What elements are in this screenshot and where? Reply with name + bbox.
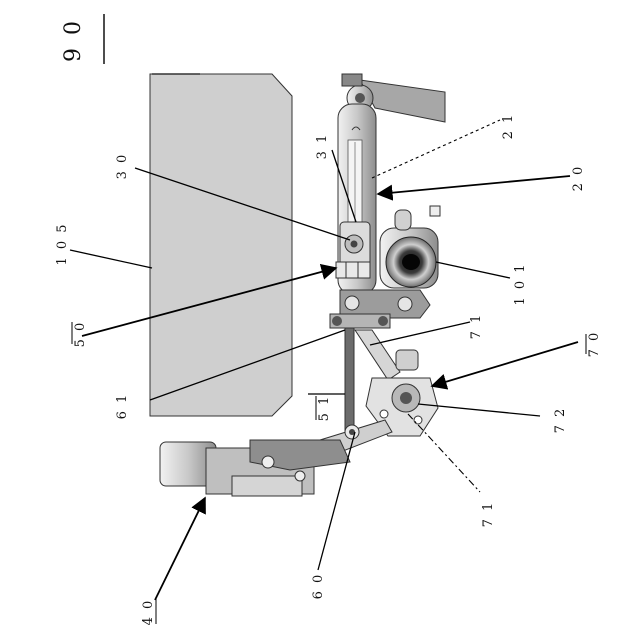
label-70: 7 0 (587, 331, 602, 358)
label-60: 6 0 (311, 573, 326, 600)
label-40: 4 0 (141, 599, 156, 626)
link-arm-71 (355, 330, 400, 380)
figure-number: 9 0 (61, 18, 86, 62)
label-50: 5 0 (73, 321, 88, 348)
panel-105 (150, 74, 292, 416)
label-21: 2 1 (501, 113, 516, 140)
label-31: 3 1 (315, 133, 330, 160)
label-51: 5 1 (317, 395, 332, 422)
label-101: 1 0 1 (513, 262, 528, 305)
label-72: 7 2 (553, 407, 568, 434)
label-30: 3 0 (115, 153, 130, 180)
label-105: 1 0 5 (55, 222, 70, 265)
label-20: 2 0 (571, 165, 586, 192)
label-71-upper: 7 1 (469, 313, 484, 340)
label-71-lower: 7 1 (481, 501, 496, 528)
label-61: 6 1 (115, 393, 130, 420)
shaft-51 (345, 318, 354, 440)
